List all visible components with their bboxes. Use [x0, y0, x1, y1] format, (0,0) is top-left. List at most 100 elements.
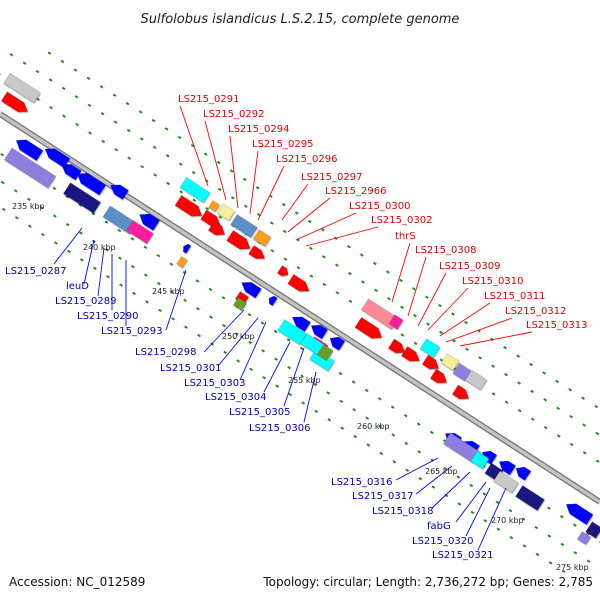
gene-feature[interactable]	[102, 205, 138, 235]
gene-feature[interactable]	[0, 91, 30, 116]
gene-feature[interactable]	[181, 243, 192, 254]
gene-feature[interactable]	[176, 255, 188, 269]
gene-label[interactable]: LS215_0301	[160, 363, 221, 374]
track-dot	[216, 160, 221, 165]
track-dot	[73, 68, 78, 72]
gene-label[interactable]: LS215_0308	[415, 245, 476, 256]
gene-feature[interactable]	[387, 338, 407, 357]
gene-label[interactable]: LS215_0300	[349, 201, 410, 212]
gene-feature[interactable]	[267, 294, 278, 307]
gene-feature[interactable]	[419, 338, 441, 358]
gene-label[interactable]: LS215_0297	[301, 172, 362, 183]
gene-feature[interactable]	[248, 245, 268, 262]
gene-feature[interactable]	[464, 369, 488, 391]
gene-feature[interactable]	[576, 531, 592, 545]
gene-label[interactable]: LS215_0292	[203, 109, 264, 120]
track-dot	[286, 338, 291, 342]
gene-label[interactable]: LS215_0321	[432, 550, 493, 561]
gene-label[interactable]: LS215_0293	[101, 326, 162, 337]
gene-feature[interactable]	[388, 314, 404, 330]
callout-line	[97, 247, 105, 297]
track-dot	[93, 266, 97, 271]
gene-label[interactable]: LS215_0316	[331, 477, 392, 488]
gene-feature[interactable]	[126, 220, 154, 244]
gene-label[interactable]: LS215_0305	[229, 407, 290, 418]
gene-label[interactable]: LS215_0287	[5, 266, 66, 277]
gene-feature[interactable]	[179, 176, 211, 204]
gene-label[interactable]: LS215_0291	[178, 94, 239, 105]
gene-feature[interactable]	[360, 298, 400, 330]
track-dot	[260, 321, 265, 325]
gene-label[interactable]: LS215_0295	[252, 139, 313, 150]
gene-feature[interactable]	[252, 229, 272, 247]
gene-feature[interactable]	[208, 200, 220, 212]
gene-feature[interactable]	[230, 214, 258, 238]
gene-label[interactable]: LS215_0318	[372, 506, 433, 517]
gene-feature[interactable]	[308, 321, 329, 340]
gene-feature[interactable]	[513, 464, 532, 481]
gene-feature[interactable]	[74, 169, 107, 196]
gene-feature[interactable]	[421, 354, 441, 373]
gene-feature[interactable]	[515, 485, 545, 511]
gene-label[interactable]: LS215_2966	[325, 186, 386, 197]
track-dot	[274, 357, 278, 361]
gene-feature[interactable]	[13, 135, 44, 162]
track-dot	[132, 291, 136, 296]
gene-feature[interactable]	[277, 319, 307, 345]
gene-feature[interactable]	[470, 450, 490, 470]
gene-feature[interactable]	[216, 203, 236, 221]
gene-feature[interactable]	[59, 160, 82, 181]
gene-feature[interactable]	[289, 312, 311, 332]
gene-label[interactable]: LS215_0317	[352, 491, 413, 502]
gene-label[interactable]: LS215_0303	[184, 378, 245, 389]
gene-feature[interactable]	[496, 457, 517, 476]
track-dot	[13, 189, 18, 193]
gene-feature[interactable]	[226, 230, 254, 253]
gene-feature[interactable]	[327, 334, 346, 351]
gene-feature[interactable]	[401, 346, 422, 365]
gene-feature[interactable]	[493, 470, 519, 494]
gene-label[interactable]: LS215_0298	[135, 347, 196, 358]
gene-label[interactable]: LS215_0313	[526, 320, 587, 331]
callout-line	[407, 256, 427, 317]
gene-label[interactable]: LS215_0290	[77, 311, 138, 322]
gene-feature[interactable]	[232, 297, 248, 311]
gene-label[interactable]: LS215_0306	[249, 423, 310, 434]
gene-label[interactable]: LS215_0310	[462, 276, 523, 287]
gene-label[interactable]: LS215_0296	[276, 154, 337, 165]
gene-feature[interactable]	[299, 333, 325, 355]
gene-label[interactable]: LS215_0304	[205, 392, 266, 403]
gene-feature[interactable]	[429, 368, 449, 387]
gene-label[interactable]: LS215_0302	[371, 215, 432, 226]
gene-feature[interactable]	[287, 273, 312, 295]
gene-feature[interactable]	[107, 180, 129, 200]
gene-feature[interactable]	[174, 194, 205, 220]
gene-feature[interactable]	[451, 384, 471, 403]
gene-feature[interactable]	[239, 278, 262, 299]
gene-label[interactable]: LS215_0294	[228, 124, 289, 135]
gene-label[interactable]: fabG	[427, 521, 451, 532]
gene-feature[interactable]	[3, 147, 57, 189]
gene-feature[interactable]	[440, 353, 460, 371]
gene-label[interactable]: leuD	[66, 281, 89, 292]
gene-label[interactable]: LS215_0320	[412, 536, 473, 547]
gene-label[interactable]: thrS	[395, 231, 416, 242]
gene-label[interactable]: LS215_0309	[439, 261, 500, 272]
gene-feature[interactable]	[207, 220, 227, 239]
gene-feature[interactable]	[276, 265, 290, 279]
track-dot	[166, 181, 171, 186]
gene-feature[interactable]	[3, 72, 41, 104]
gene-label[interactable]: LS215_0289	[55, 296, 116, 307]
gene-feature[interactable]	[585, 521, 600, 539]
gene-feature[interactable]	[563, 499, 594, 526]
gene-label[interactable]: LS215_0312	[505, 306, 566, 317]
gene-feature[interactable]	[354, 316, 385, 342]
gene-label[interactable]: LS215_0311	[484, 291, 545, 302]
gene-feature[interactable]	[452, 362, 472, 382]
gene-feature[interactable]	[62, 182, 102, 214]
track-dot	[184, 325, 188, 329]
track-dot	[0, 180, 5, 185]
track-dot	[504, 400, 509, 405]
track-dot	[496, 527, 501, 531]
gene-feature[interactable]	[136, 210, 161, 231]
